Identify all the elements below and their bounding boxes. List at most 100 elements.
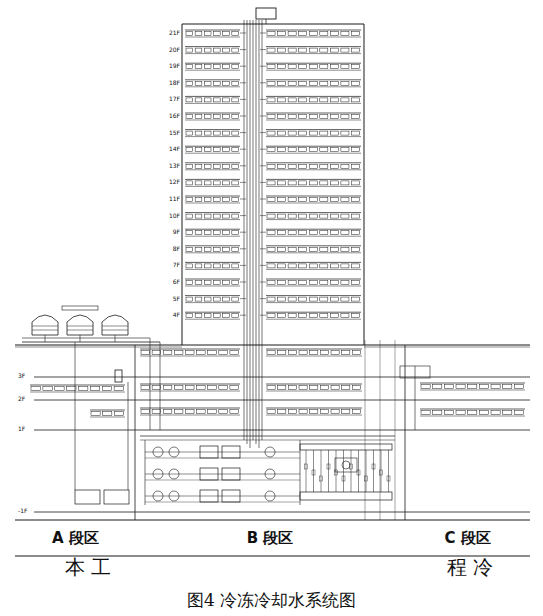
equipment-box (341, 81, 349, 85)
equipment-box (299, 410, 307, 414)
equipment-box (278, 314, 286, 318)
equipment-box (351, 181, 359, 185)
pipe-line (381, 450, 382, 492)
pipe-line (240, 315, 246, 316)
equipment-box (278, 81, 286, 85)
pipe-line (34, 512, 530, 513)
equipment-box (267, 410, 275, 414)
stamp-text: 本 工 (64, 557, 112, 577)
pipe-line (140, 415, 240, 416)
floor-label: 3F (17, 373, 26, 379)
equipment-box (102, 387, 111, 391)
pipe-line (266, 120, 361, 121)
pipe-line (32, 330, 58, 331)
equipment-box (299, 247, 307, 251)
pipe-line (343, 450, 344, 492)
equipment-box (320, 181, 328, 185)
equipment-box (456, 411, 465, 415)
equipment-box (320, 65, 328, 69)
pipe-line (321, 450, 322, 492)
equipment-box (299, 264, 307, 268)
equipment-box (278, 198, 286, 202)
pipe-line (240, 132, 246, 133)
equipment-box (232, 148, 239, 152)
equipment-box (163, 386, 172, 390)
equipment-box (195, 98, 202, 102)
equipment-box (342, 386, 350, 390)
equipment-box (288, 314, 296, 318)
equipment-box (341, 214, 349, 218)
equipment-box (186, 115, 193, 119)
equipment-box (152, 351, 161, 355)
equipment-box (309, 131, 317, 135)
equipment-box (320, 297, 328, 301)
equipment-box (67, 387, 76, 391)
pipe-line (67, 326, 93, 327)
equipment-box (288, 115, 296, 119)
equipment-box (341, 115, 349, 119)
pipe-line (358, 450, 359, 492)
equipment-box (468, 385, 477, 389)
equipment-box (204, 32, 211, 36)
pipe-line (185, 186, 240, 187)
pipe-line (185, 30, 240, 31)
pipe-line (351, 450, 352, 492)
equipment-box (341, 148, 349, 152)
equipment-box (267, 231, 275, 235)
pipe-line (266, 86, 361, 87)
equipment-box (195, 231, 202, 235)
equipment-box (299, 351, 307, 355)
equipment-box (320, 81, 328, 85)
equipment-box (232, 115, 239, 119)
equipment-box (208, 351, 217, 355)
pipe-line (240, 298, 246, 299)
equipment-box (232, 181, 239, 185)
equipment-box (223, 148, 230, 152)
equipment-box (300, 444, 392, 450)
pipe-line (145, 440, 146, 505)
equipment-box (186, 198, 193, 202)
pipe-line (240, 265, 246, 266)
pipe-line (260, 282, 266, 283)
equipment-box (309, 65, 317, 69)
equipment-box (204, 148, 211, 152)
equipment-box (288, 351, 296, 355)
equipment-box (223, 198, 230, 202)
equipment-box (232, 264, 239, 268)
equipment-box (186, 214, 193, 218)
pipe-line (266, 37, 361, 38)
pipe-line (266, 196, 361, 197)
floor-label: 19F (168, 63, 181, 69)
equipment-box (320, 247, 328, 251)
pipe-line (185, 153, 240, 154)
equipment-box (214, 115, 221, 119)
pipe-line (140, 440, 395, 441)
equipment-box (310, 351, 318, 355)
equipment-box (186, 131, 193, 135)
equipment-box (214, 98, 221, 102)
equipment-box (232, 48, 239, 52)
pipe-line (140, 384, 240, 385)
equipment-box (267, 386, 275, 390)
equipment-box (491, 411, 500, 415)
equipment-box (320, 281, 328, 285)
pipe-line (260, 265, 266, 266)
equipment-box (204, 198, 211, 202)
pipe-line (420, 390, 525, 391)
equipment-box (174, 351, 183, 355)
equipment-box (223, 297, 230, 301)
equipment-box (278, 32, 286, 36)
pipe-line (185, 212, 240, 213)
equipment-box (267, 198, 275, 202)
equipment-box (305, 464, 308, 469)
equipment-box (330, 247, 338, 251)
equipment-box (320, 476, 323, 481)
equipment-box (204, 314, 211, 318)
equipment-box (330, 32, 338, 36)
equipment-box (330, 98, 338, 102)
pipe-line (145, 458, 300, 459)
equipment-box (330, 131, 338, 135)
equipment-box (278, 281, 286, 285)
equipment-box (214, 198, 221, 202)
